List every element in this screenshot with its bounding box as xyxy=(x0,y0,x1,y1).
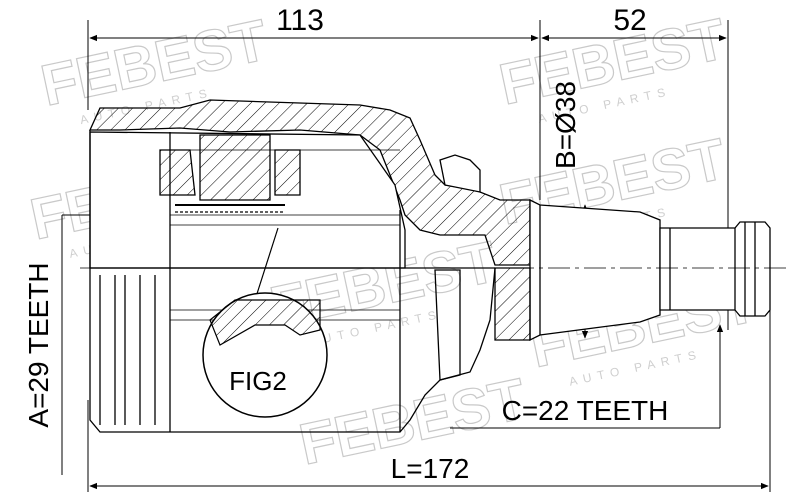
dimension-a: A=29 TEETH xyxy=(23,214,160,475)
dimension-c: C=22 TEETH xyxy=(450,324,724,429)
dim-c-label: C=22 TEETH xyxy=(502,395,669,426)
dim-b-label: B=Ø38 xyxy=(550,81,581,169)
dim-113-label: 113 xyxy=(276,4,324,37)
dim-52-label: 52 xyxy=(613,4,646,37)
dim-a-label: A=29 TEETH xyxy=(23,262,54,427)
joint-housing xyxy=(88,99,531,433)
dimension-l: L=172 xyxy=(87,250,771,492)
fig2-detail: FIG2 xyxy=(202,227,328,418)
dim-l-label: L=172 xyxy=(391,453,470,484)
output-shaft xyxy=(494,198,771,342)
dimension-113: 113 xyxy=(87,4,541,200)
fig2-label: FIG2 xyxy=(229,366,287,396)
